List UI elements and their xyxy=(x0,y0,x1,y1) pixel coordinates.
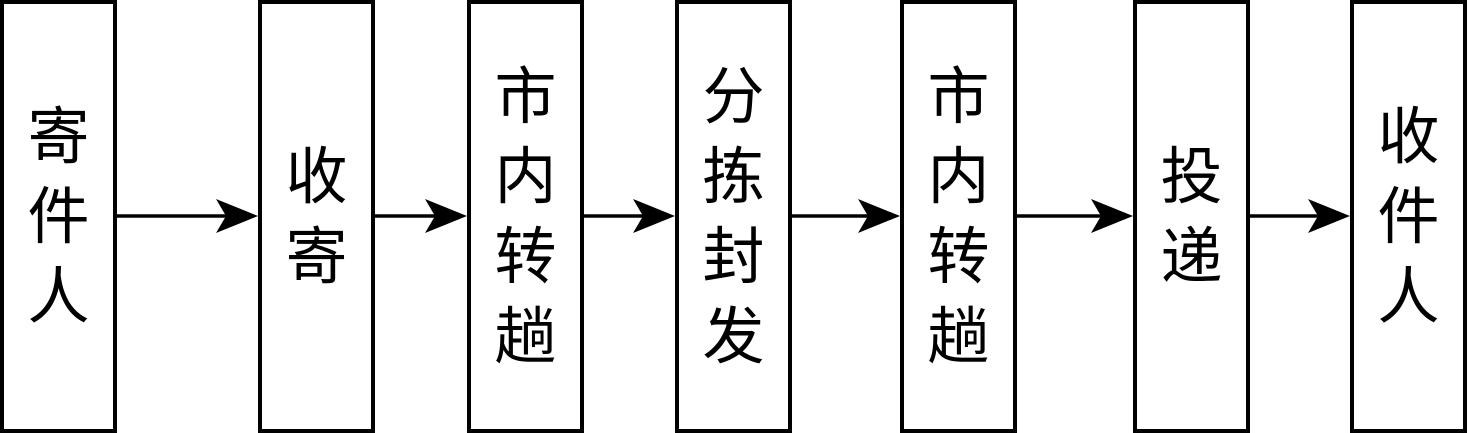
node-collect: 收寄 xyxy=(258,0,375,433)
arrowhead-icon xyxy=(633,199,675,233)
node-deliver: 投递 xyxy=(1133,0,1250,433)
node-sort-dispatch: 分拣封发 xyxy=(675,0,792,433)
arrow-city1-to-sort xyxy=(584,199,675,233)
node-sender: 寄件人 xyxy=(0,0,117,433)
arrowhead-icon xyxy=(425,199,467,233)
arrow-deliver-to-recipient xyxy=(1250,199,1350,233)
arrow-city2-to-deliver xyxy=(1017,199,1133,233)
node-label: 市内转趟 xyxy=(494,59,557,373)
node-city-transfer-1: 市内转趟 xyxy=(467,0,584,433)
node-recipient: 收件人 xyxy=(1350,0,1467,433)
arrow-sort-to-city2 xyxy=(792,199,900,233)
node-label: 投递 xyxy=(1160,139,1223,293)
arrowhead-icon xyxy=(216,199,258,233)
node-city-transfer-2: 市内转趟 xyxy=(900,0,1017,433)
node-label: 收寄 xyxy=(285,139,348,293)
arrow-collect-to-city1 xyxy=(375,199,467,233)
node-label: 寄件人 xyxy=(27,99,90,333)
node-label: 收件人 xyxy=(1377,99,1440,333)
arrowhead-icon xyxy=(1091,199,1133,233)
arrowhead-icon xyxy=(1308,199,1350,233)
arrow-sender-to-collect xyxy=(117,199,258,233)
node-label: 市内转趟 xyxy=(927,59,990,373)
arrowhead-icon xyxy=(858,199,900,233)
node-label: 分拣封发 xyxy=(702,59,765,373)
